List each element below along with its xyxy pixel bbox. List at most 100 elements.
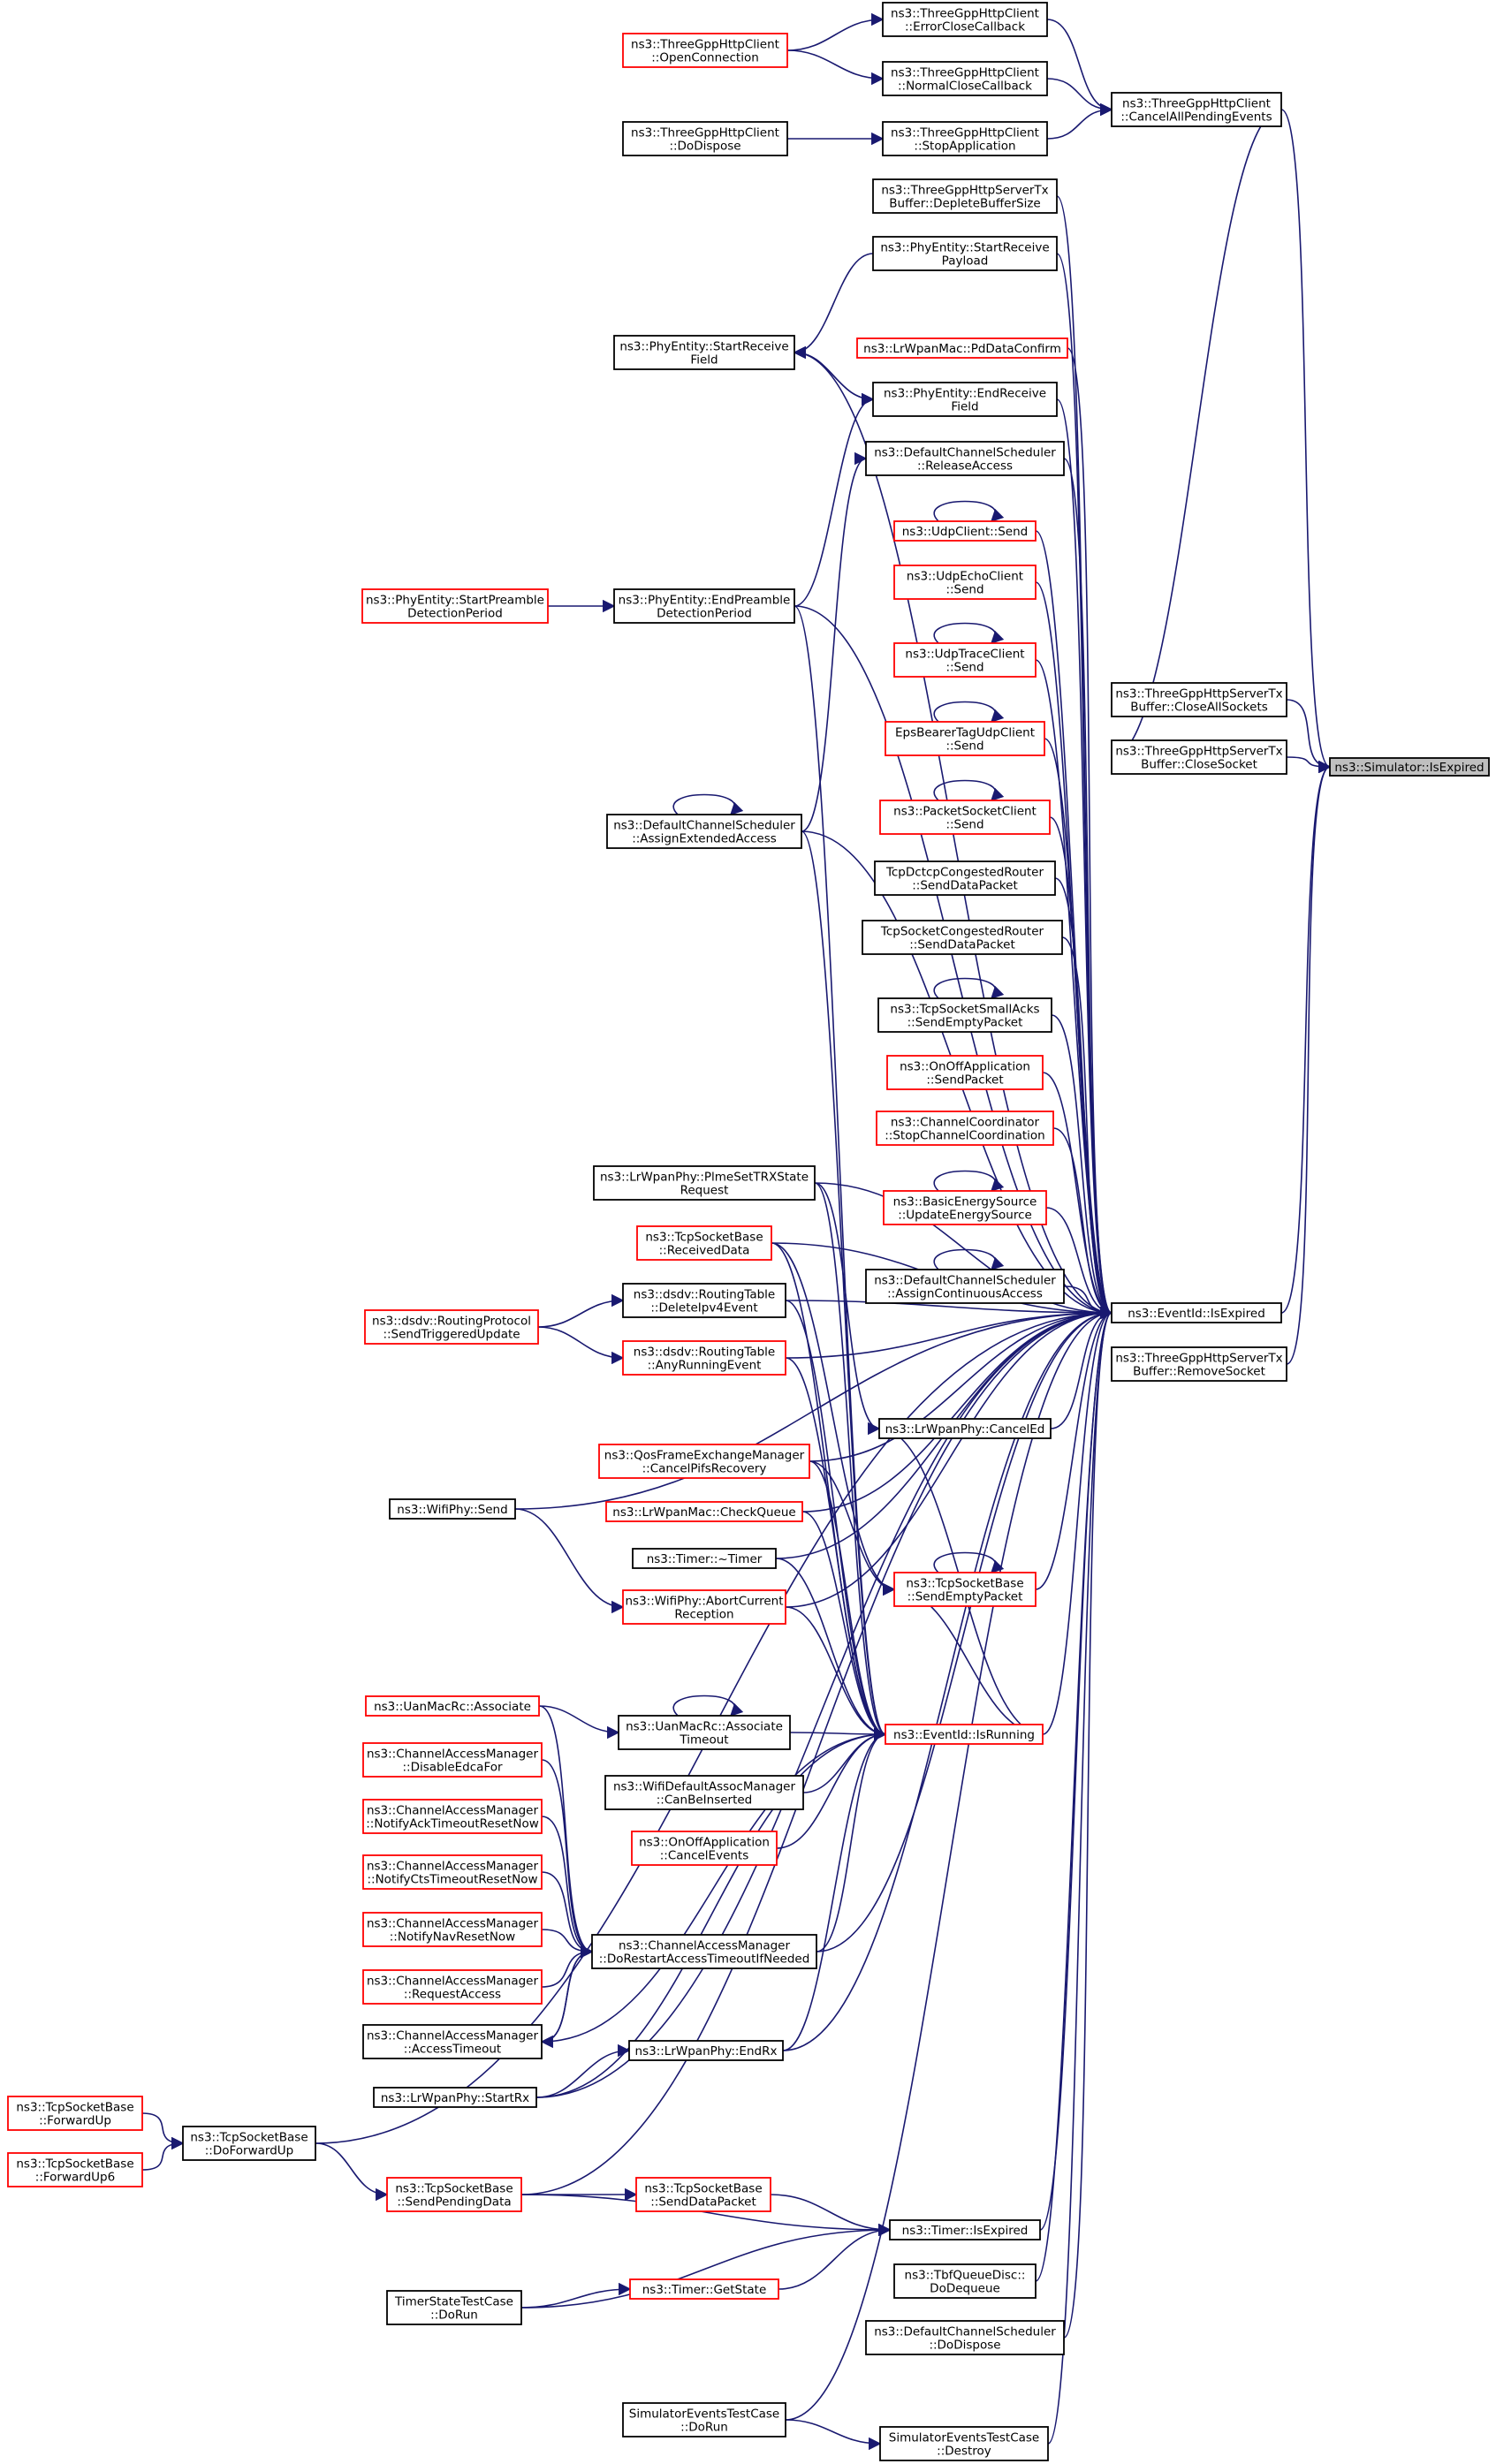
edge-uanAssocTO-to-uanAssocTO: [672, 1694, 744, 1717]
node-simTestRun[interactable]: SimulatorEventsTestCase::DoRun: [622, 2402, 786, 2437]
node-pktSock[interactable]: ns3::PacketSocketClient::Send: [879, 800, 1051, 835]
node-timerTestRun[interactable]: TimerStateTestCase::DoRun: [386, 2290, 522, 2325]
node-camDoRestart[interactable]: ns3::ChannelAccessManager::DoRestartAcce…: [591, 1934, 817, 1969]
node-box: [872, 382, 1058, 417]
node-releaseAccess[interactable]: ns3::DefaultChannelScheduler::ReleaseAcc…: [865, 441, 1065, 476]
edge-tcpSmallAcks-to-evIsExp: [1051, 1014, 1113, 1320]
node-camRequest[interactable]: ns3::ChannelAccessManager::RequestAccess: [362, 1969, 543, 2005]
node-box: [635, 2177, 771, 2212]
edge-removeSock-to-root: [1286, 761, 1332, 1365]
node-tcpDctcp[interactable]: TcpDctcpCongestedRouter::SendDataPacket: [874, 861, 1056, 896]
node-doDispose[interactable]: ns3::ThreeGppHttpClient::DoDispose: [622, 121, 788, 156]
node-lrCheckQ[interactable]: ns3::LrWpanMac::CheckQueue: [605, 1501, 803, 1522]
node-box: [872, 236, 1058, 271]
node-tcpFwdUp[interactable]: ns3::TcpSocketBase::ForwardUp: [7, 2096, 143, 2131]
node-label: ::SendEmptyPacket: [907, 1590, 1023, 1604]
node-box: [593, 1165, 816, 1201]
node-udpEcho[interactable]: ns3::UdpEchoClient::Send: [893, 565, 1037, 600]
node-tcpSendEmpty[interactable]: ns3::TcpSocketBase::SendEmptyPacket: [893, 1572, 1037, 1607]
node-box: [628, 2040, 784, 2061]
node-evIsExp[interactable]: ns3::EventId::IsExpired: [1111, 1302, 1282, 1323]
node-lrCancelEd[interactable]: ns3::LrWpanPhy::CancelEd: [878, 1418, 1052, 1439]
node-root[interactable]: ns3::Simulator::IsExpired: [1329, 757, 1490, 777]
node-removeSock[interactable]: ns3::ThreeGppHttpServerTxBuffer::RemoveS…: [1111, 1346, 1287, 1382]
node-timerGetState[interactable]: ns3::Timer::GetState: [629, 2278, 779, 2300]
node-tcpSendDataPkt[interactable]: ns3::TcpSocketBase::SendDataPacket: [635, 2177, 771, 2212]
node-qosFrame[interactable]: ns3::QosFrameExchangeManager::CancelPifs…: [598, 1444, 810, 1479]
edge-evIsRun-to-evIsExp: [1042, 1306, 1113, 1735]
node-box: [622, 2402, 786, 2437]
node-cancelAll[interactable]: ns3::ThreeGppHttpClient::CancelAllPendin…: [1111, 92, 1282, 127]
node-label: ns3::ChannelAccessManager: [367, 1975, 539, 1989]
node-tcpSendPending[interactable]: ns3::TcpSocketBase::SendPendingData: [386, 2177, 522, 2212]
node-lrStartRx[interactable]: ns3::LrWpanPhy::StartRx: [373, 2087, 537, 2108]
node-box: [882, 61, 1048, 96]
node-stopApp[interactable]: ns3::ThreeGppHttpClient::StopApplication: [882, 121, 1048, 156]
node-uanAssoc[interactable]: ns3::UanMacRc::Associate: [365, 1695, 540, 1717]
node-udpTrace[interactable]: ns3::UdpTraceClient::Send: [893, 642, 1037, 678]
node-label: ::StopApplication: [914, 140, 1015, 154]
node-camNotifyCts[interactable]: ns3::ChannelAccessManager::NotifyCtsTime…: [362, 1854, 543, 1890]
node-tbfDeq[interactable]: ns3::TbfQueueDisc::DoDequeue: [893, 2263, 1037, 2299]
node-lrEndRx[interactable]: ns3::LrWpanPhy::EndRx: [628, 2040, 784, 2061]
node-camNotifyAck[interactable]: ns3::ChannelAccessManager::NotifyAckTime…: [362, 1799, 543, 1834]
node-dsdvTrig[interactable]: ns3::dsdv::RoutingProtocol::SendTriggere…: [364, 1309, 539, 1345]
node-label: Field: [951, 400, 978, 414]
node-assignExt[interactable]: ns3::DefaultChannelScheduler::AssignExte…: [606, 814, 802, 849]
node-endPreamble[interactable]: ns3::PhyEntity::EndPreambleDetectionPeri…: [613, 588, 795, 624]
node-timerIsExp[interactable]: ns3::Timer::IsExpired: [889, 2219, 1041, 2240]
edge-closeSock-to-cancelAll: [1111, 102, 1283, 758]
node-evIsRun[interactable]: ns3::EventId::IsRunning: [885, 1724, 1044, 1745]
node-label: ns3::WifiPhy::AbortCurrent: [626, 1595, 784, 1609]
node-assignCont[interactable]: ns3::DefaultChannelScheduler::AssignCont…: [865, 1269, 1065, 1304]
node-box: [606, 814, 802, 849]
node-camDisable[interactable]: ns3::ChannelAccessManager::DisableEdcaFo…: [362, 1742, 543, 1778]
node-tcpSockCong[interactable]: TcpSocketCongestedRouter::SendDataPacket: [862, 920, 1063, 955]
node-box: [874, 861, 1056, 896]
node-startPreamble[interactable]: ns3::PhyEntity::StartPreambleDetectionPe…: [361, 588, 549, 624]
edge-startRecvPay-to-evIsExp: [1056, 253, 1113, 1319]
node-closeAll[interactable]: ns3::ThreeGppHttpServerTxBuffer::CloseAl…: [1111, 682, 1287, 717]
node-tcpSmallAcks[interactable]: ns3::TcpSocketSmallAcks::SendEmptyPacket: [877, 997, 1052, 1033]
node-wifiSend[interactable]: ns3::WifiPhy::Send: [389, 1498, 516, 1520]
edge-tcpSendDataPkt-to-timerIsExp: [770, 2194, 892, 2237]
node-timerDtor[interactable]: ns3::Timer::~Timer: [632, 1548, 777, 1569]
node-label: ns3::LrWpanPhy::StartRx: [381, 2091, 529, 2105]
node-box: [386, 2177, 522, 2212]
node-openConn[interactable]: ns3::ThreeGppHttpClient::OpenConnection: [622, 33, 788, 68]
node-camNotifyNav[interactable]: ns3::ChannelAccessManager::NotifyNavRese…: [362, 1912, 543, 1947]
node-udpSend[interactable]: ns3::UdpClient::Send: [893, 520, 1037, 542]
node-deplete[interactable]: ns3::ThreeGppHttpServerTxBuffer::Deplete…: [872, 178, 1058, 214]
node-tcpRecvData[interactable]: ns3::TcpSocketBase::ReceivedData: [636, 1225, 772, 1261]
node-dsdvAny[interactable]: ns3::dsdv::RoutingTable::AnyRunningEvent: [622, 1340, 786, 1376]
node-onoffCancel[interactable]: ns3::OnOffApplication::CancelEvents: [631, 1831, 778, 1866]
edge-basicEnergy-to-basicEnergy: [933, 1170, 1005, 1193]
node-label: ns3::ThreeGppHttpClient: [891, 7, 1039, 21]
node-basicEnergy[interactable]: ns3::BasicEnergySource::UpdateEnergySour…: [883, 1190, 1047, 1225]
node-dsdvDelete[interactable]: ns3::dsdv::RoutingTable::DeleteIpv4Event: [622, 1283, 786, 1318]
edge-camDoRestart-to-camAccessTO: [540, 1951, 593, 2049]
node-errClose[interactable]: ns3::ThreeGppHttpClient::ErrorCloseCallb…: [882, 2, 1048, 37]
node-onoffSend[interactable]: ns3::OnOffApplication::SendPacket: [886, 1055, 1044, 1090]
node-tcpDoFwd[interactable]: ns3::TcpSocketBase::DoForwardUp: [182, 2126, 316, 2161]
node-label: ns3::dsdv::RoutingTable: [634, 1288, 775, 1302]
node-normClose[interactable]: ns3::ThreeGppHttpClient::NormalCloseCall…: [882, 61, 1048, 96]
node-chanCoord[interactable]: ns3::ChannelCoordinator::StopChannelCoor…: [876, 1111, 1054, 1146]
node-camAccessTO[interactable]: ns3::ChannelAccessManager::AccessTimeout: [362, 2024, 543, 2059]
node-pdData[interactable]: ns3::LrWpanMac::PdDataConfirm: [856, 337, 1068, 359]
node-wifiDefAssoc[interactable]: ns3::WifiDefaultAssocManager::CanBeInser…: [604, 1775, 804, 1810]
node-closeSock[interactable]: ns3::ThreeGppHttpServerTxBuffer::CloseSo…: [1111, 739, 1287, 775]
node-box: [362, 1912, 543, 1947]
node-simTestDestroy[interactable]: SimulatorEventsTestCase::Destroy: [879, 2426, 1049, 2461]
node-dcsDispose[interactable]: ns3::DefaultChannelScheduler::DoDispose: [865, 2320, 1065, 2355]
node-label: Timeout: [679, 1733, 728, 1748]
node-tcpFwdUp6[interactable]: ns3::TcpSocketBase::ForwardUp6: [7, 2152, 143, 2187]
node-label: ::Send: [945, 583, 983, 597]
node-epsBearer[interactable]: EpsBearerTagUdpClient::Send: [885, 721, 1045, 756]
